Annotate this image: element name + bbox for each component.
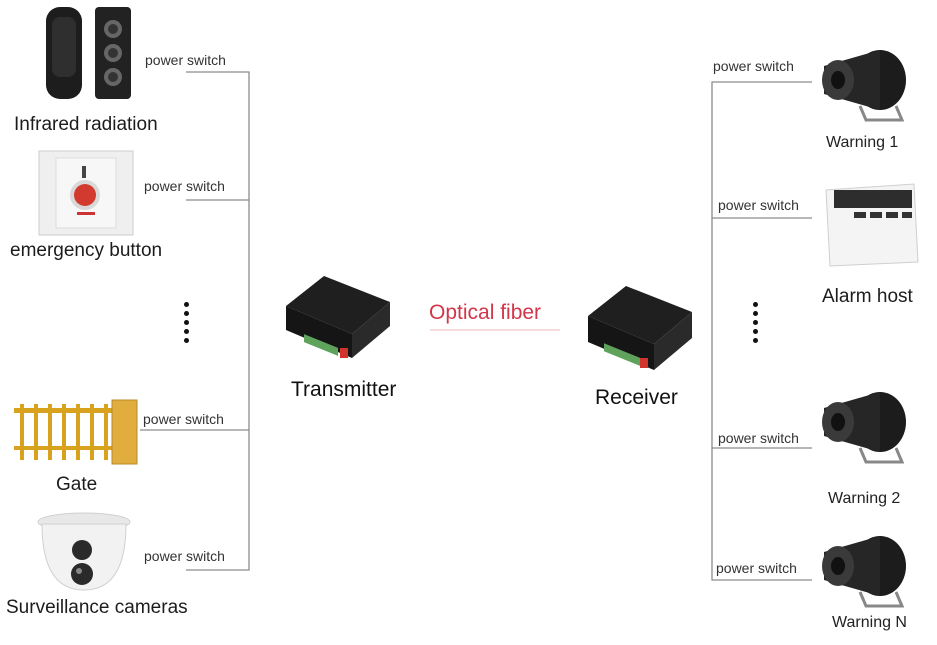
more-devices-ellipsis-right [753,302,759,347]
power-switch-label: power switch [143,548,226,564]
siren-horn-icon [822,50,906,122]
more-devices-ellipsis-left [184,302,190,347]
fiber-receiver-icon [588,286,692,370]
device-label-gate: Gate [56,474,98,495]
device-label-warning-2: Warning 2 [828,490,901,507]
device-label-alarm-host: Alarm host [822,286,913,307]
power-switch-label: power switch [142,411,225,427]
device-label-emergency-button: emergency button [10,240,163,261]
dome-camera-icon [37,512,131,591]
barrier-gate-icon [14,399,138,465]
transmitter-label: Transmitter [291,378,397,401]
power-switch-label: power switch [712,58,795,74]
power-switch-label: power switch [144,52,227,68]
device-label-surveillance-cameras: Surveillance cameras [6,597,188,618]
fiber-transmitter-icon [286,276,390,358]
infrared-detector-icon [46,7,131,99]
power-switch-label: power switch [717,197,800,213]
power-switch-label: power switch [715,560,798,576]
siren-horn-icon [822,536,906,608]
siren-horn-icon [822,392,906,464]
device-label-warning-1: Warning 1 [826,134,899,151]
emergency-button-icon [38,150,134,236]
alarm-host-panel-icon [825,183,919,267]
power-switch-label: power switch [143,178,226,194]
receiver-label: Receiver [595,386,678,409]
power-switch-label: power switch [717,430,800,446]
device-label-warning-n: Warning N [832,614,907,631]
device-label-infrared: Infrared radiation [14,114,158,135]
optical-fiber-label: Optical fiber [429,301,542,324]
